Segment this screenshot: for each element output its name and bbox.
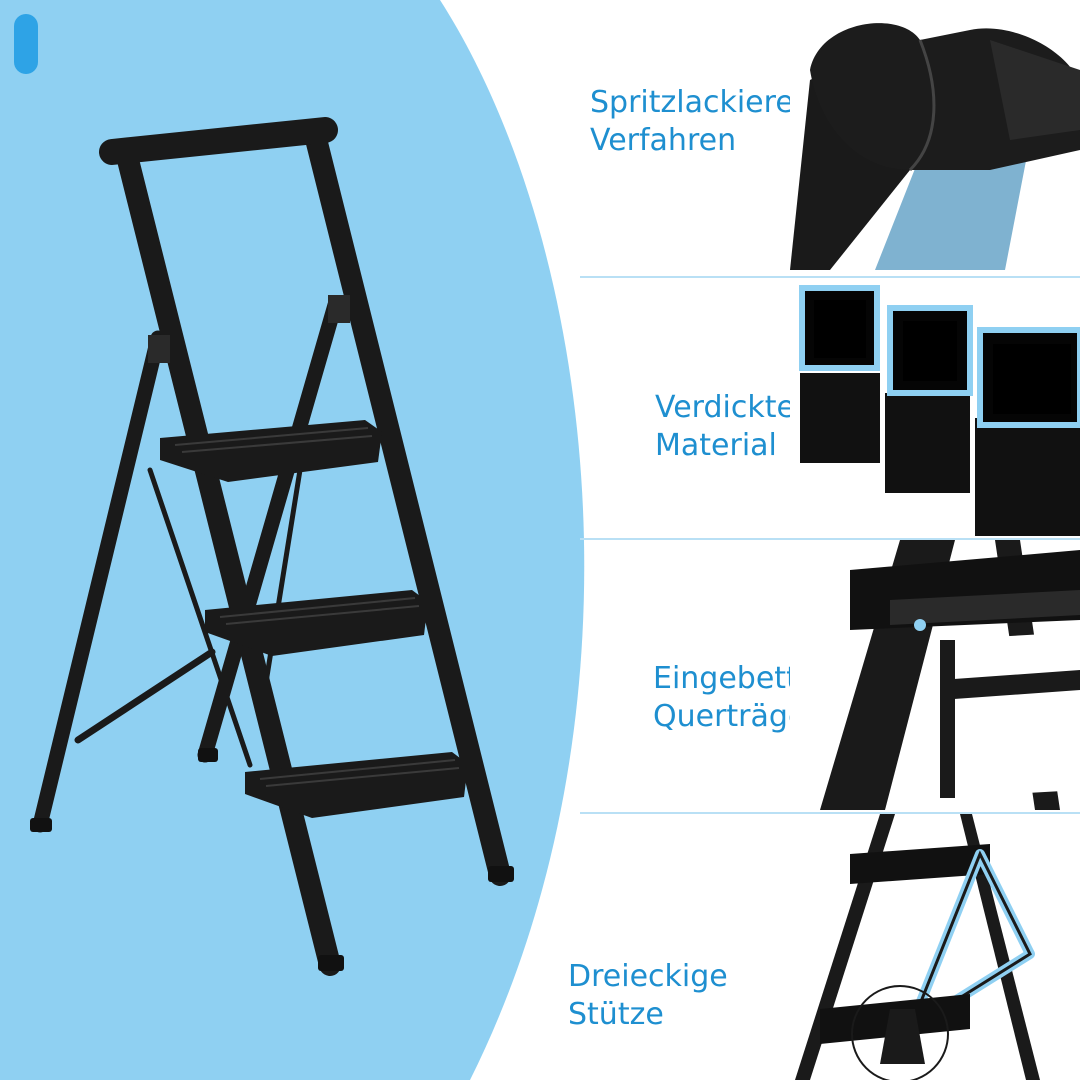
crossbar-closeup-image (790, 540, 1080, 810)
tube-profile-closeup-image (790, 278, 1080, 536)
handle-closeup-image (790, 0, 1080, 270)
feature-coating: Spritzlackieren Verfahren (560, 0, 1080, 270)
feature-material: Verdickter Material (560, 278, 1080, 536)
feature-support: Dreieckige Stütze (560, 814, 1080, 1080)
feature-coating-title: Spritzlackieren Verfahren (590, 84, 813, 160)
feature-material-title: Verdickter Material (655, 389, 807, 465)
feature-divider (580, 538, 1080, 540)
feature-coating-line1: Spritzlackieren (590, 85, 813, 120)
feature-divider (580, 812, 1080, 814)
feature-crossbar: Eingebettet Querträger (560, 540, 1080, 810)
feature-support-line1: Dreieckige (568, 959, 728, 994)
triangle-support-closeup-image (790, 814, 1080, 1080)
corner-tab-marker (14, 14, 38, 74)
step-ladder-image (30, 117, 514, 976)
feature-support-line2: Stütze (568, 997, 664, 1032)
feature-divider (580, 276, 1080, 278)
feature-material-line2: Material (655, 428, 777, 463)
feature-material-line1: Verdickter (655, 390, 808, 425)
feature-coating-line2: Verfahren (590, 123, 737, 158)
feature-support-title: Dreieckige Stütze (568, 958, 728, 1034)
